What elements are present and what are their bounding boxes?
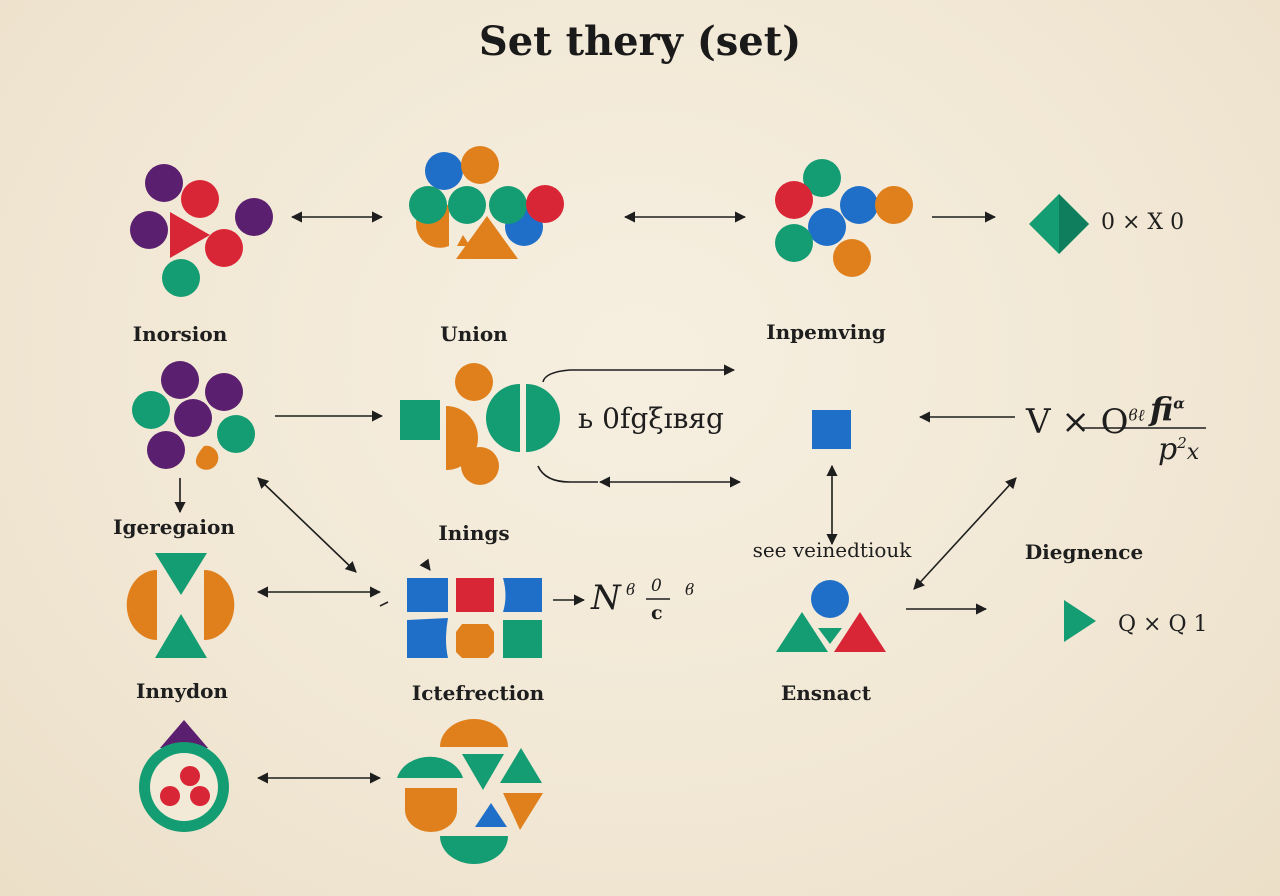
expr-sup: ϐℓ [1128, 405, 1145, 425]
union-set-cluster [409, 146, 564, 259]
mixed-set-cluster [397, 719, 543, 864]
diamond-shape [1029, 194, 1089, 254]
expression-n-symbol: N [591, 578, 621, 618]
expression-n-sup: ϐ [626, 580, 636, 599]
triangle-shape [1064, 600, 1096, 642]
arrow-small-tick [419, 558, 431, 571]
label-inings: Inings [438, 521, 510, 545]
label-union: Union [440, 322, 508, 346]
arrow-diagonal-left [257, 477, 357, 573]
expression-n-top: 0 [651, 576, 662, 596]
ring-set-cluster [139, 720, 229, 832]
igeregaion-set-cluster [132, 361, 255, 470]
expr-den: p [1158, 432, 1178, 467]
label-ictefrection: Ictefrection [411, 681, 545, 705]
expression-0x0: 0 × X 0 [1101, 210, 1185, 235]
expr-den-sup: 2 [1177, 434, 1187, 452]
label-ensnact: Ensnact [781, 681, 871, 705]
ictefrection-set-cluster [407, 578, 542, 658]
inings-set-cluster [400, 363, 560, 485]
label-igeregaion: Igeregaion [113, 515, 235, 539]
expression-q-times-q: Q × Q 1 [1118, 612, 1208, 637]
arrow-inings-bottom-tail [537, 465, 598, 483]
expression-denominator: p2x [1158, 432, 1199, 467]
blue-square-shape [812, 410, 851, 449]
expression-n-bottom: c [651, 602, 663, 624]
label-inorsion: Inorsion [132, 322, 228, 346]
label-innydon: Innydon [136, 679, 228, 703]
expr-den-tail: x [1186, 440, 1200, 465]
arrows [174, 211, 1017, 784]
page-title: Set thery (set) [478, 18, 802, 65]
arrow-inings-top [542, 364, 736, 383]
arrow-small-mark [379, 601, 389, 607]
label-see-veinedtiouk: see veinedtiouk [752, 538, 912, 562]
innydon-set-cluster [126, 553, 235, 658]
arrow-diagonal-right [913, 477, 1017, 590]
expression-n-right: ϐ [685, 580, 695, 599]
ensnact-set-cluster [776, 580, 886, 652]
expression-numerator: fiɑ [1150, 390, 1185, 428]
label-diegnence: Diegnence [1024, 540, 1144, 564]
expression-v-times-o: V × Oϐℓ [1026, 402, 1145, 442]
expr-num-sup: ɑ [1173, 394, 1185, 413]
expr-main: V × O [1026, 402, 1129, 442]
inorsion-set-cluster [130, 164, 273, 297]
label-inpemving: Inpemving [766, 320, 886, 344]
inpemving-set-cluster [775, 159, 913, 277]
expr-num: fi [1150, 390, 1174, 428]
expression-bogging: ь 0fgξɪвяg [578, 402, 724, 435]
